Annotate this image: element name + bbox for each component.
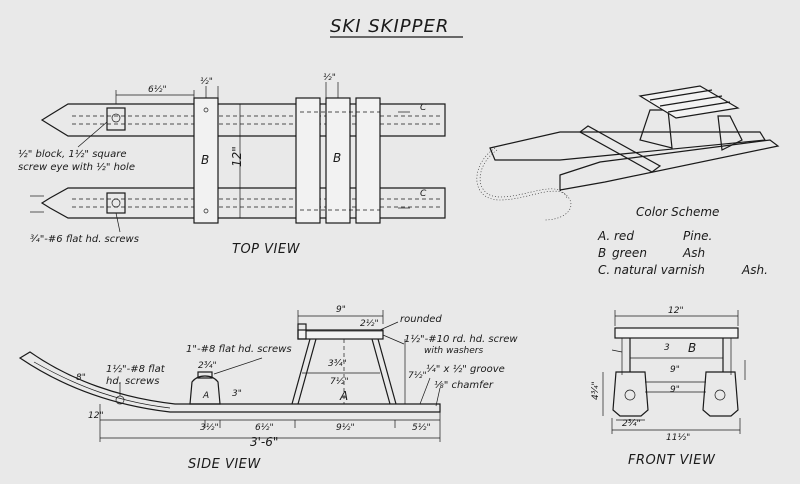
side-note-chamfer: ⅛" chamfer: [434, 380, 494, 391]
side-dim-three-q: 3¾": [328, 359, 347, 369]
side-dim-eight: 8": [76, 373, 86, 383]
color-scheme-heading: Color Scheme: [636, 205, 719, 219]
side-dim-nine: 9": [336, 305, 346, 315]
side-dim-five-half: 5½": [412, 423, 431, 433]
label-c-top: C: [420, 103, 427, 113]
side-view: [18, 310, 441, 442]
front-dim-three: 3: [664, 343, 670, 353]
note-flat-screws: ¾"-#6 flat hd. screws: [30, 234, 139, 245]
side-dim-three: 3": [232, 389, 242, 399]
front-dim-twelve: 12": [668, 306, 684, 316]
cs-row3-code: C.: [598, 263, 610, 277]
label-c-bottom: C: [420, 189, 427, 199]
side-dim-twelve: 12": [88, 411, 104, 421]
side-note-screw10: 1½"-#10 rd. hd. screw: [404, 333, 518, 345]
side-dim-three-half: 3½": [200, 423, 219, 433]
label-b-front-bar: B: [201, 153, 209, 167]
front-label-b: B: [688, 341, 696, 355]
side-dim-total: 3'-6": [250, 435, 278, 449]
front-dim-four-three: 4¾": [591, 381, 601, 400]
top-view-caption: TOP VIEW: [232, 242, 301, 257]
cs-row1-wood: Pine.: [683, 229, 712, 243]
front-dim-two-three: 2¾": [622, 419, 641, 429]
cs-row3-color: natural varnish: [614, 263, 705, 277]
dim-half-b: ½": [323, 73, 336, 83]
front-dim-eleven-half: 11½": [666, 433, 690, 443]
front-view: [602, 310, 746, 434]
front-dim-nine-a: 9": [670, 365, 680, 375]
side-label-a-block: A: [202, 391, 209, 401]
color-scheme: Color Scheme A. red Pine. B green Ash C.…: [597, 205, 768, 277]
perspective-sketch: [476, 85, 780, 221]
side-note-groove: ¼" x ½" groove: [426, 363, 505, 375]
side-dim-seven-half-v: 7½": [408, 371, 427, 381]
side-note-screw8a: 1"-#8 flat hd. screws: [186, 344, 292, 355]
side-label-a: A: [339, 389, 348, 403]
side-dim-two-half: 2½": [360, 319, 379, 329]
front-dim-nine-b: 9": [670, 385, 680, 395]
cs-row3-wood: Ash.: [741, 263, 768, 277]
cs-row2-wood: Ash: [682, 246, 705, 260]
dim-twelve-top: 12": [230, 146, 244, 167]
side-note-rounded: rounded: [400, 314, 442, 325]
side-note-washers: with washers: [424, 346, 483, 356]
top-view: [30, 82, 446, 233]
side-dim-two-three: 2¾": [198, 361, 217, 371]
cs-row2-color: green: [612, 246, 647, 260]
cs-row1-color: red: [614, 229, 634, 243]
side-note-screw8c: hd. screws: [106, 376, 159, 387]
side-dim-nine-half: 9½": [336, 423, 355, 433]
front-view-caption: FRONT VIEW: [628, 453, 716, 468]
note-screw-eye: screw eye with ½" hole: [18, 161, 135, 173]
side-dim-seven-half: 7½": [330, 377, 349, 387]
cs-row1-code: A.: [597, 229, 610, 243]
dim-six-half: 6½": [148, 85, 167, 95]
note-block: ½" block, 1½" square: [18, 148, 126, 160]
side-view-caption: SIDE VIEW: [188, 457, 261, 472]
label-b-seat: B: [333, 151, 341, 165]
dim-half-a: ½": [200, 77, 213, 87]
drawing-title: SKI SKIPPER: [330, 16, 449, 37]
cs-row2-code: B: [598, 246, 606, 260]
side-note-screw8b: 1½"-#8 flat: [106, 363, 166, 375]
side-dim-six-half: 6½": [255, 423, 274, 433]
